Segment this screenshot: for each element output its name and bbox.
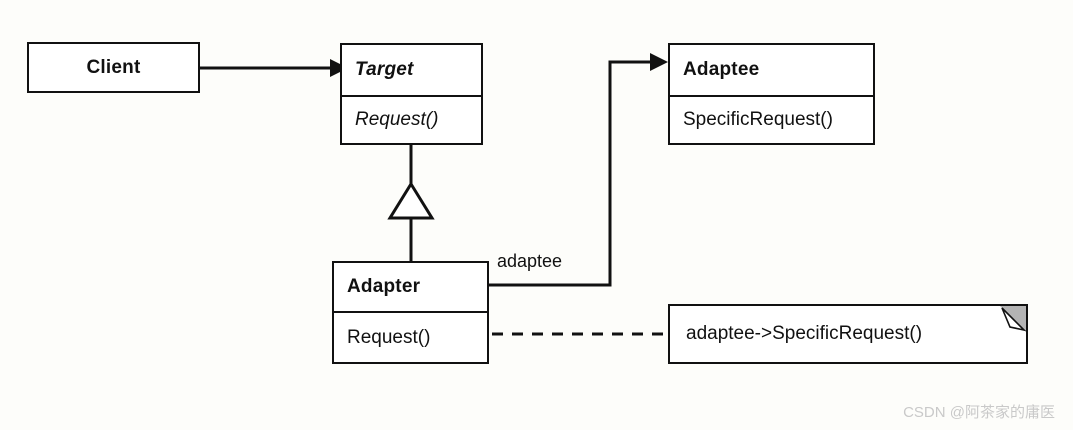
class-name-compartment: Target xyxy=(342,45,481,95)
edge-request-to-note xyxy=(458,326,668,342)
note-text: adaptee->SpecificRequest() xyxy=(686,323,923,344)
class-name-compartment: Client xyxy=(29,44,198,91)
class-box-adapter[interactable]: Adapter Request() xyxy=(332,261,489,364)
class-operations-compartment: SpecificRequest() xyxy=(670,95,873,143)
class-operations-compartment: Request() xyxy=(342,95,481,143)
operation-target-request: Request() xyxy=(355,109,439,130)
edge-client-to-target xyxy=(200,59,348,77)
operation-adapter-request: Request() xyxy=(347,326,431,348)
note-implementation[interactable]: adaptee->SpecificRequest() xyxy=(668,304,1028,364)
class-name-target: Target xyxy=(355,59,414,80)
operation-adaptee-specificrequest: SpecificRequest() xyxy=(683,109,833,130)
class-operations-compartment: Request() xyxy=(334,311,487,362)
csdn-watermark: CSDN @阿茶家的庸医 xyxy=(903,404,1055,421)
class-name-compartment: Adapter xyxy=(334,263,487,311)
class-name-adaptee: Adaptee xyxy=(683,59,760,80)
class-box-adaptee[interactable]: Adaptee SpecificRequest() xyxy=(668,43,875,145)
edge-label-adaptee: adaptee xyxy=(497,251,563,271)
class-name-compartment: Adaptee xyxy=(670,45,873,95)
class-name-adapter: Adapter xyxy=(347,276,421,297)
class-name-client: Client xyxy=(86,56,141,78)
edge-adapter-to-target xyxy=(387,145,435,261)
class-box-client[interactable]: Client xyxy=(27,42,200,93)
note-fold-corner-icon xyxy=(1000,306,1026,332)
class-box-target[interactable]: Target Request() xyxy=(340,43,483,145)
